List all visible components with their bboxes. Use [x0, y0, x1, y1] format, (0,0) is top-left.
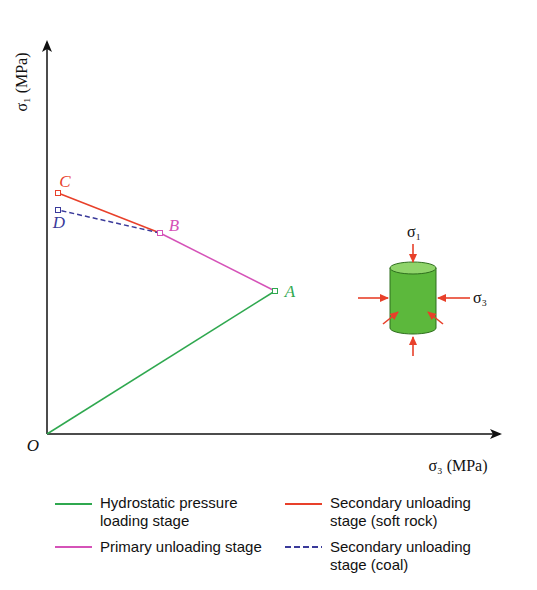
point-marker — [273, 289, 278, 294]
legend-text: Primary unloading stage — [100, 538, 270, 556]
stress-symbol: σ₃ — [473, 289, 487, 307]
axis-title: σ₃ (MPa) — [428, 457, 487, 475]
point-label: B — [169, 216, 179, 236]
specimen-cylinder — [390, 262, 436, 334]
point-marker — [158, 231, 163, 236]
primary-unloading-path — [160, 233, 275, 291]
legend-sample — [285, 546, 322, 548]
legend-sample — [55, 546, 92, 548]
origin-label: O — [27, 436, 39, 456]
coal-path — [58, 210, 160, 233]
point-label: D — [53, 213, 65, 233]
point-label: A — [285, 282, 295, 302]
legend-sample — [285, 503, 322, 505]
axis-title: σ₁ (MPa) — [13, 52, 31, 111]
hydrostatic-path — [47, 291, 275, 434]
point-marker — [56, 191, 61, 196]
y-axis — [46, 42, 48, 434]
x-axis — [47, 433, 500, 435]
stress-arrows — [358, 244, 470, 356]
soft-rock-path — [58, 193, 160, 233]
point-label: C — [59, 172, 70, 192]
legend-text: Secondary unloading stage (soft rock) — [330, 494, 500, 530]
legend-text: Hydrostatic pressure loading stage — [100, 494, 270, 530]
legend-sample — [55, 503, 92, 505]
stress-symbol: σ₁ — [407, 223, 421, 241]
legend-text: Secondary unloading stage (coal) — [330, 538, 500, 574]
point-marker — [56, 208, 61, 213]
